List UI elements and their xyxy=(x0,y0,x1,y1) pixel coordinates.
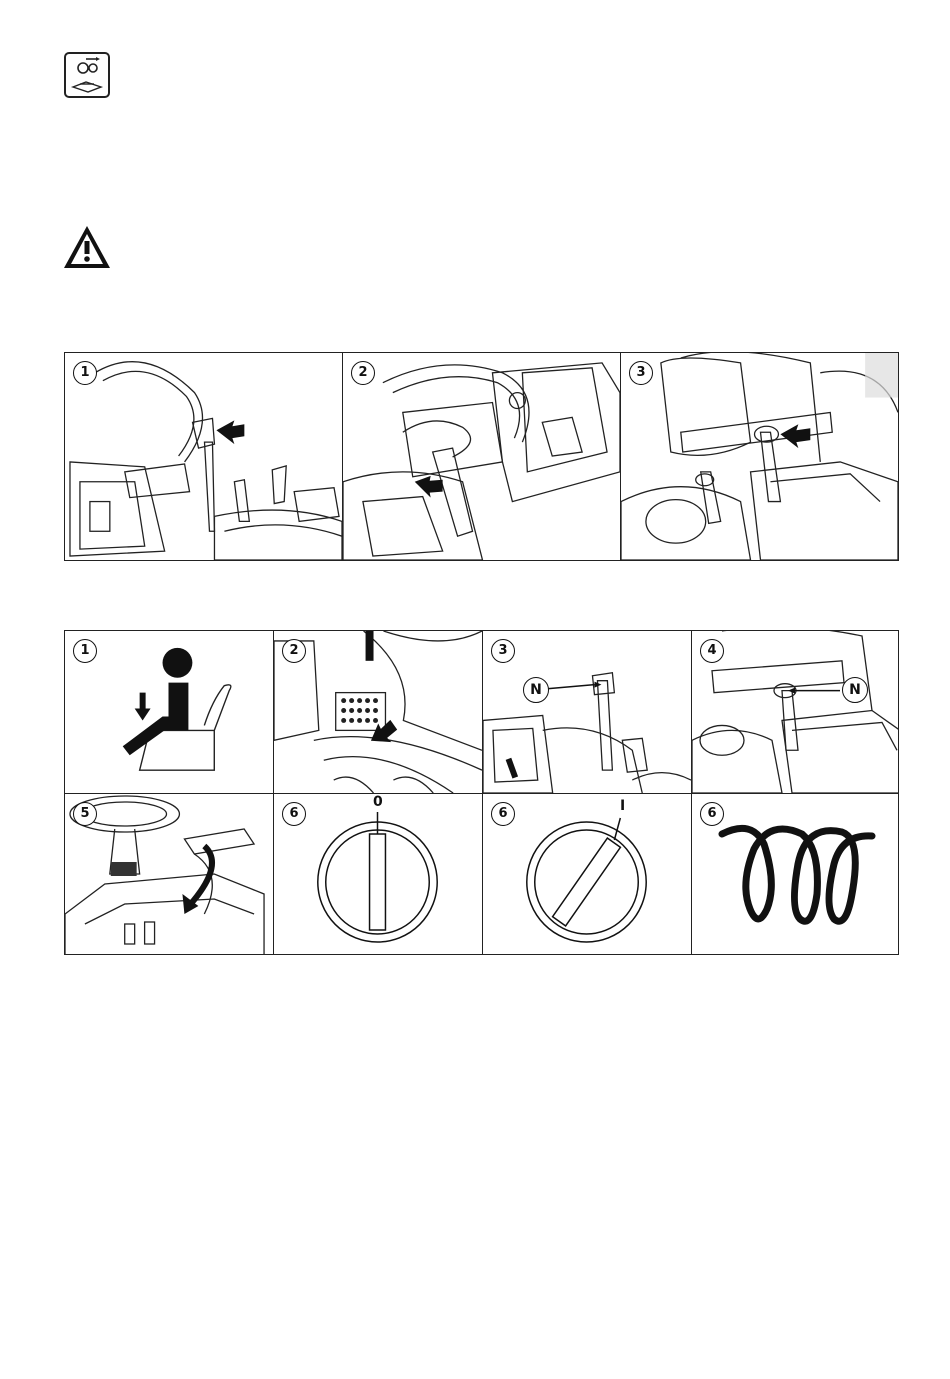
step-3-range-lever-illustration: 3 xyxy=(621,353,898,560)
key-position-label: I xyxy=(620,798,625,814)
step-4-range-lever-neutral-illustration: 4 N xyxy=(692,631,899,794)
step-1-gear-lever-illustration: 1 xyxy=(65,353,343,560)
step-6-key-off-illustration: 6 0 xyxy=(274,794,483,955)
arrow-icon xyxy=(415,476,443,498)
illustration-grid-bottom: 1 2 xyxy=(64,630,899,955)
step-6-key-on-illustration: 6 I xyxy=(483,794,692,955)
step-number: 1 xyxy=(73,639,97,663)
neutral-label: N xyxy=(523,677,549,703)
step-2-keypad-illustration: 2 xyxy=(274,631,483,794)
step-number: 6 xyxy=(491,802,515,826)
step-number: 3 xyxy=(491,639,515,663)
step-1-sit-on-seat-illustration: 1 xyxy=(65,631,274,794)
step-number: 6 xyxy=(700,802,724,826)
step-number: 1 xyxy=(73,361,97,385)
step-number: 2 xyxy=(351,361,375,385)
step-number: 2 xyxy=(282,639,306,663)
maintenance-manual-icon xyxy=(64,52,110,98)
step-2-hydraulic-lever-illustration: 2 xyxy=(343,353,621,560)
step-number: 3 xyxy=(629,361,653,385)
step-number: 5 xyxy=(73,802,97,826)
arrow-icon xyxy=(216,420,244,444)
neutral-label: N xyxy=(842,677,868,703)
step-number: 4 xyxy=(700,639,724,663)
step-5-lever-down-illustration: 5 xyxy=(65,794,274,955)
illustration-strip-top: 1 2 xyxy=(64,352,899,561)
step-3-lever-neutral-illustration: 3 N xyxy=(483,631,692,794)
warning-triangle-icon xyxy=(62,224,112,270)
step-number: 6 xyxy=(282,802,306,826)
step-6-preheat-illustration: 6 xyxy=(692,794,899,955)
key-position-label: 0 xyxy=(373,794,383,810)
arrow-icon xyxy=(780,424,810,448)
